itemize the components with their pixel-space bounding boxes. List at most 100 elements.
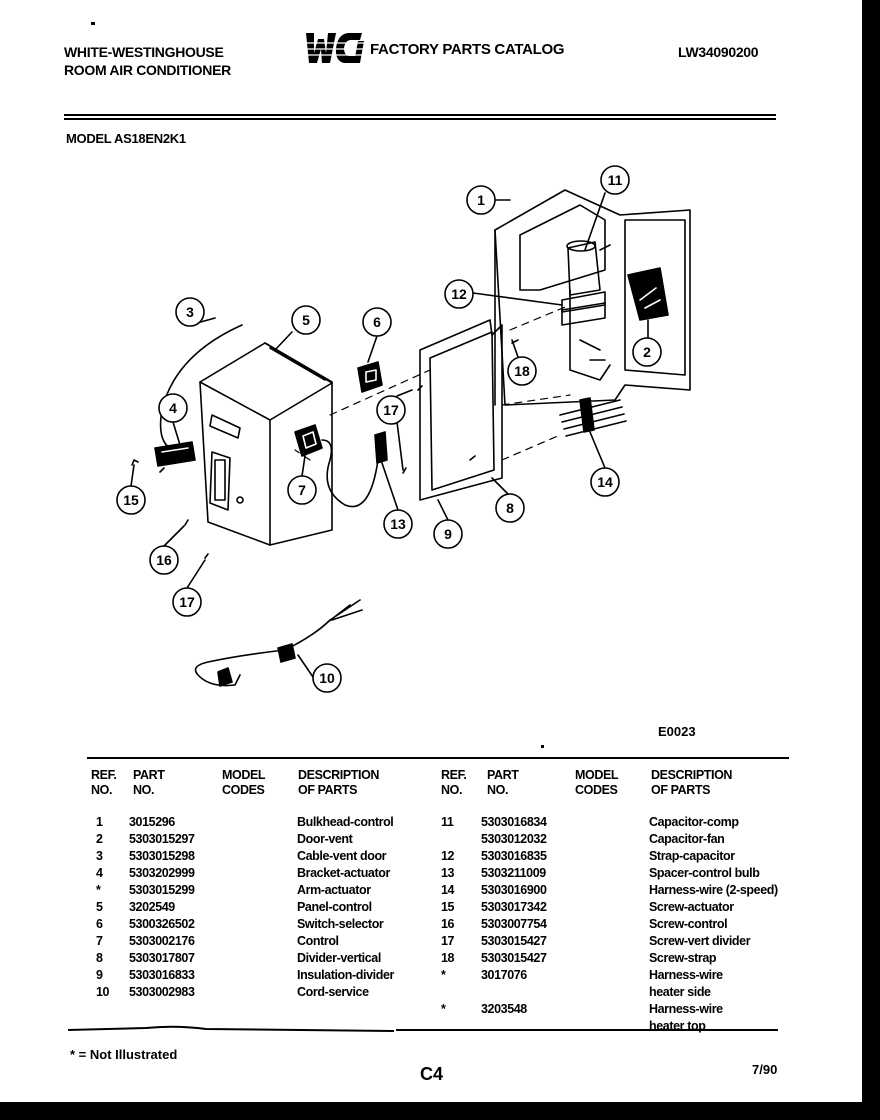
part-number-cell: 5303015298: [129, 849, 195, 863]
cord-service-drawing: [194, 599, 363, 687]
control-drawing: [294, 424, 379, 508]
model-header: MODEL: [222, 768, 266, 782]
description-cell: Cord-service: [297, 985, 369, 999]
screws-drawing: [131, 339, 519, 559]
callout-12: 12: [451, 286, 467, 302]
description-cell: Screw-control: [649, 917, 728, 931]
description-cell: Arm-actuator: [297, 883, 371, 897]
callout-5: 5: [302, 312, 310, 328]
model-header-right: MODEL: [575, 768, 619, 782]
callout-16: 16: [156, 552, 172, 568]
description-cell: Screw-strap: [649, 951, 717, 965]
callout-7: 7: [298, 482, 306, 498]
callout-8: 8: [506, 500, 514, 516]
description-cell: Panel-control: [297, 900, 372, 914]
harness-wire-drawing: [559, 397, 627, 437]
callout-17b: 17: [383, 402, 399, 418]
part-number-cell: 5303017342: [481, 900, 547, 914]
callout-11: 11: [608, 172, 623, 188]
ref-cell: 2: [96, 832, 103, 846]
callout-6: 6: [373, 314, 381, 330]
desc-header-right: DESCRIPTION: [651, 768, 733, 782]
ref-cell: *: [441, 1002, 446, 1016]
exploded-parts-diagram: 1 2 3 4 5 6 7 8 9 10 11 12 13 1: [116, 165, 691, 693]
description-cell: Screw-actuator: [649, 900, 734, 914]
catalog-page: WHITE-WESTINGHOUSE ROOM AIR CONDITIONER …: [0, 0, 862, 1102]
callout-bubbles: 1 2 3 4 5 6 7 8 9 10 11 12 13 1: [116, 165, 662, 693]
page-code: C4: [420, 1064, 444, 1084]
part-number-cell: 3017076: [481, 968, 527, 982]
ref-cell: 16: [441, 917, 455, 931]
ref-cell: *: [96, 883, 101, 897]
table-bottom-rule: [67, 1025, 395, 1032]
callout-18: 18: [514, 363, 530, 379]
description-cell: Strap-capacitor: [649, 849, 735, 863]
callout-3: 3: [186, 304, 194, 320]
description-cell: Bracket-actuator: [297, 866, 390, 880]
ref-cell: 10: [96, 985, 110, 999]
description-cell: heater side: [649, 985, 711, 999]
ref-cell: 5: [96, 900, 103, 914]
ref-cell: 15: [441, 900, 455, 914]
brand-line-2: ROOM AIR CONDITIONER: [64, 62, 231, 78]
part-number-cell: 5303202999: [129, 866, 195, 880]
ref-cell: 12: [441, 849, 455, 863]
description-cell: Capacitor-fan: [649, 832, 725, 846]
part-number-cell: 5303016900: [481, 883, 547, 897]
ref-cell: 7: [96, 934, 103, 948]
description-cell: Harness-wire (2-speed): [649, 883, 778, 897]
spacer-bulb-drawing: [374, 431, 388, 464]
part-number-cell: 5303002983: [129, 985, 195, 999]
door-vent-drawing: [627, 267, 669, 341]
part-number-cell: 5303015299: [129, 883, 195, 897]
description-cell: Bulkhead-control: [297, 815, 394, 829]
description-cell: Capacitor-comp: [649, 815, 739, 829]
callout-4: 4: [169, 400, 177, 416]
ref-cell: 11: [441, 815, 454, 829]
ref-cell: 8: [96, 951, 103, 965]
part-header: PART: [133, 768, 165, 782]
callout-2: 2: [643, 344, 651, 360]
catalog-title: FACTORY PARTS CATALOG: [370, 41, 565, 58]
bulkhead-control-drawing: [494, 189, 691, 406]
ref-header: REF.: [91, 768, 117, 782]
callout-17a: 17: [179, 594, 195, 610]
model-label: MODEL AS18EN2K1: [66, 131, 186, 146]
document-number: LW34090200: [678, 44, 759, 60]
desc-header: DESCRIPTION: [298, 768, 380, 782]
ref-cell: 4: [96, 866, 103, 880]
figure-code: E0023: [658, 724, 696, 739]
ref-cell: 17: [441, 934, 455, 948]
part-header-right: PART: [487, 768, 519, 782]
part-number-cell: 5303211009: [481, 866, 546, 880]
ref-cell: 13: [441, 866, 455, 880]
speck: [541, 745, 544, 748]
ref-cell: 18: [441, 951, 455, 965]
part-number-cell: 5300326502: [129, 917, 195, 931]
ref-cell: 14: [441, 883, 455, 897]
part-number-cell: 5303016835: [481, 849, 547, 863]
part-number-cell: 5303015427: [481, 934, 547, 948]
print-date: 7/90: [752, 1062, 778, 1077]
header-rule-top: [64, 114, 776, 116]
ref-header-right: REF.: [441, 768, 467, 782]
part-number-cell: 5303016834: [481, 815, 547, 829]
wci-logo: [302, 33, 364, 63]
callout-9: 9: [444, 526, 452, 542]
callout-10: 10: [319, 670, 335, 686]
ref-cell: 3: [96, 849, 103, 863]
description-cell: Harness-wire: [649, 1002, 723, 1016]
description-cell: Door-vent: [297, 832, 353, 846]
description-cell: Harness-wire: [649, 968, 723, 982]
part-number-cell: 3015296: [129, 815, 175, 829]
description-cell: Control: [297, 934, 339, 948]
description-cell: Cable-vent door: [297, 849, 387, 863]
description-cell: Spacer-control bulb: [649, 866, 760, 880]
part-number-cell: 5303002176: [129, 934, 195, 948]
divider-vertical-drawing: [419, 319, 503, 501]
part-number-cell: 5303012032: [481, 832, 547, 846]
callout-15: 15: [123, 492, 139, 508]
callout-1: 1: [477, 192, 485, 208]
part-number-cell: 5303015297: [129, 832, 195, 846]
ref-cell: *: [441, 968, 446, 982]
